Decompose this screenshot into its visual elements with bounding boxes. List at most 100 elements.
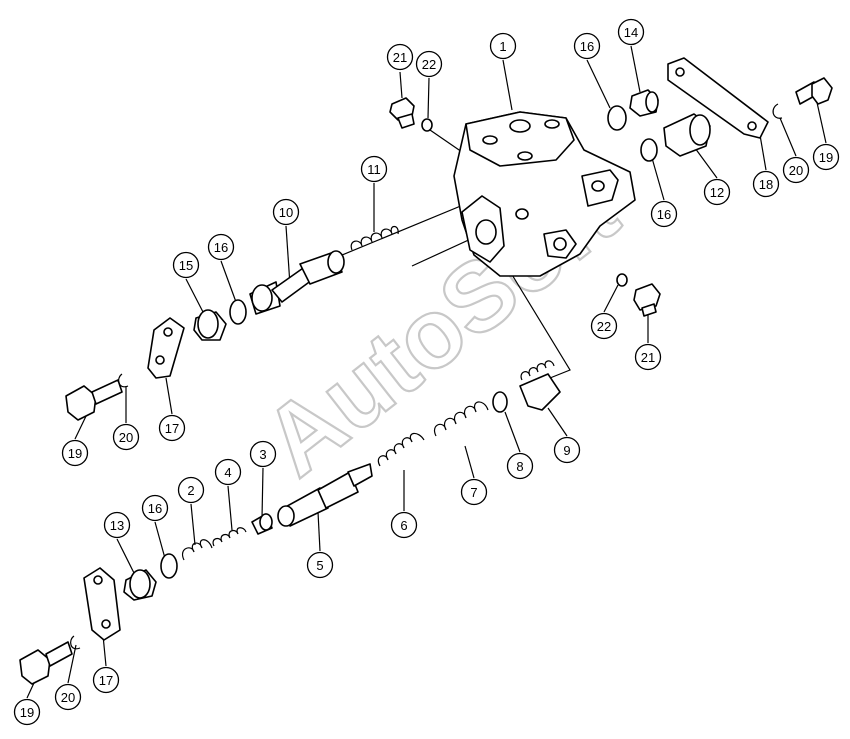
callout-21: 21 <box>386 43 414 71</box>
callout-circle <box>141 494 169 522</box>
plate-17-lower <box>83 567 121 641</box>
callout-label: 6 <box>400 518 407 533</box>
callout-circle <box>415 50 443 78</box>
callout-circle <box>112 423 140 451</box>
callout-circle <box>553 436 581 464</box>
spool-5 <box>277 463 373 527</box>
callout-circle <box>617 18 645 46</box>
callout-6: 6 <box>390 511 418 539</box>
valve-housing <box>453 111 636 277</box>
callout-label: 7 <box>470 485 477 500</box>
callout-15: 15 <box>172 251 200 279</box>
callout-19: 19 <box>13 698 41 726</box>
callout-circle <box>249 440 277 468</box>
oring-16-lower <box>160 553 178 579</box>
callout-16: 16 <box>141 494 169 522</box>
callout-9: 9 <box>553 436 581 464</box>
callout-circle <box>92 666 120 694</box>
washer-8 <box>492 391 508 413</box>
callout-circle <box>703 178 731 206</box>
spring-6 <box>377 432 425 467</box>
poppet-9 <box>519 360 561 411</box>
spring-3 <box>251 513 273 535</box>
callout-label: 16 <box>580 39 594 54</box>
callout-circle <box>460 478 488 506</box>
callout-label: 20 <box>789 163 803 178</box>
callout-circle <box>489 32 517 60</box>
callout-label: 5 <box>316 558 323 573</box>
callout-21: 21 <box>634 343 662 371</box>
callout-label: 9 <box>563 443 570 458</box>
plug-14 <box>629 89 659 117</box>
callout-label: 11 <box>367 162 381 177</box>
plug-21-top <box>389 97 415 129</box>
callout-circle <box>590 312 618 340</box>
callout-11: 11 <box>360 155 388 183</box>
callout-circle <box>752 170 780 198</box>
callout-2: 2 <box>177 476 205 504</box>
callout-circle <box>360 155 388 183</box>
callout-label: 18 <box>759 177 773 192</box>
callout-3: 3 <box>249 440 277 468</box>
callout-16: 16 <box>650 200 678 228</box>
callout-14: 14 <box>617 18 645 46</box>
callout-label: 16 <box>148 501 162 516</box>
spring-2 <box>182 539 213 561</box>
snap-ring-20-lower <box>70 635 81 650</box>
bolt-19-lower <box>19 641 73 685</box>
spool-10 <box>249 250 345 315</box>
callout-label: 10 <box>279 205 293 220</box>
snap-ring-20-right <box>772 103 783 119</box>
callout-16: 16 <box>207 233 235 261</box>
callout-22: 22 <box>590 312 618 340</box>
callout-label: 8 <box>516 459 523 474</box>
plate-17-upper <box>147 317 185 379</box>
callout-5: 5 <box>306 551 334 579</box>
callout-19: 19 <box>61 439 89 467</box>
callout-label: 20 <box>119 430 133 445</box>
callout-16: 16 <box>573 32 601 60</box>
spring-11 <box>350 225 399 251</box>
callout-circle <box>306 551 334 579</box>
callout-20: 20 <box>54 683 82 711</box>
callout-circle <box>272 198 300 226</box>
callout-label: 16 <box>214 240 228 255</box>
plug-15 <box>193 309 227 341</box>
bolt-19-upper <box>65 379 123 421</box>
callout-label: 19 <box>20 705 34 720</box>
callout-circle <box>54 683 82 711</box>
callout-label: 17 <box>99 673 113 688</box>
callout-circle <box>573 32 601 60</box>
callout-label: 2 <box>187 483 194 498</box>
callout-label: 15 <box>179 258 193 273</box>
callout-circle <box>207 233 235 261</box>
oring-16-right <box>640 138 658 162</box>
plate-18 <box>667 57 769 139</box>
washer-22-right <box>616 273 628 287</box>
callout-circle <box>103 511 131 539</box>
callout-circle <box>61 439 89 467</box>
callout-7: 7 <box>460 478 488 506</box>
callout-label: 19 <box>819 150 833 165</box>
callout-label: 13 <box>110 518 124 533</box>
callout-circle <box>158 414 186 442</box>
callout-circle <box>177 476 205 504</box>
plug-21-right <box>633 283 661 317</box>
callout-circle <box>812 143 840 171</box>
callout-circle <box>634 343 662 371</box>
callout-circle <box>172 251 200 279</box>
callout-13: 13 <box>103 511 131 539</box>
callout-17: 17 <box>158 414 186 442</box>
plug-13 <box>123 569 157 601</box>
callout-circle <box>390 511 418 539</box>
callout-18: 18 <box>752 170 780 198</box>
callout-label: 12 <box>710 185 724 200</box>
callout-20: 20 <box>782 156 810 184</box>
spring-7 <box>434 401 489 437</box>
callout-circle <box>650 200 678 228</box>
spring-4 <box>212 527 247 547</box>
callout-19: 19 <box>812 143 840 171</box>
